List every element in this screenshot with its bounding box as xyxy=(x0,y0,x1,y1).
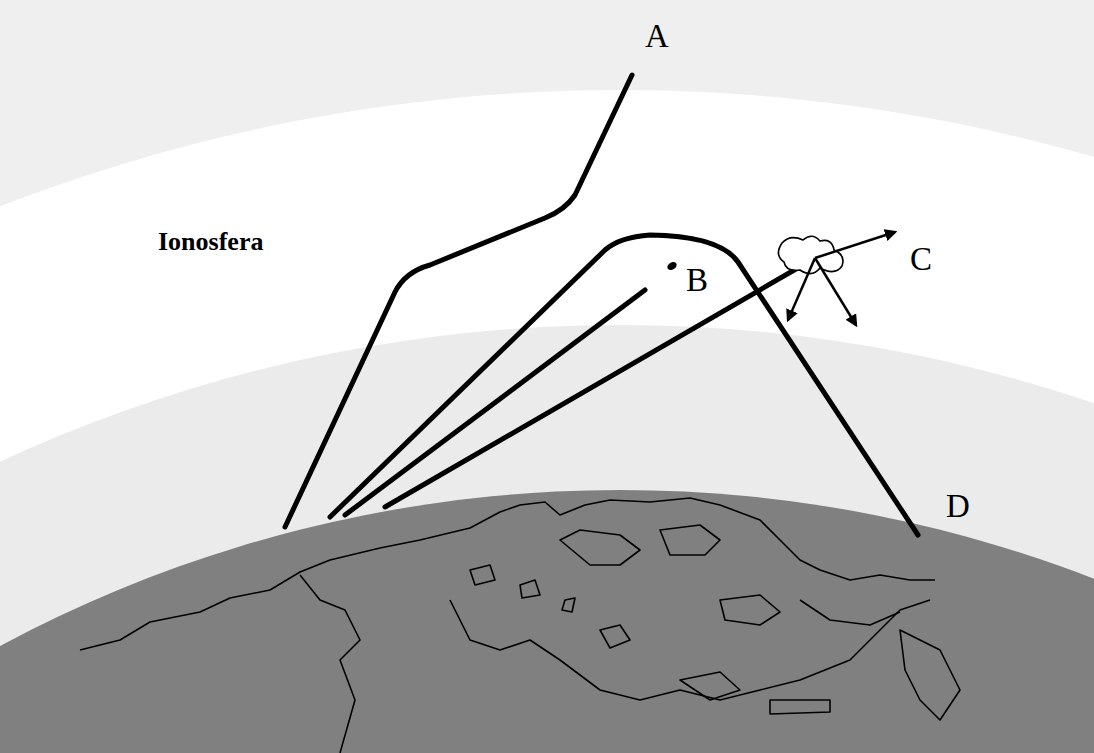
ionosphere-band xyxy=(0,90,1094,753)
ray-label: B xyxy=(686,264,708,297)
earth xyxy=(0,490,1094,753)
ray-label: C xyxy=(910,243,932,276)
lower-atmosphere xyxy=(0,325,1094,753)
ray-reflected xyxy=(330,235,918,535)
scatter-arrows xyxy=(788,232,895,325)
ray-label: A xyxy=(645,20,669,53)
radio-rays xyxy=(285,75,918,535)
region-label: Ionosfera xyxy=(158,229,263,255)
ray-escaping xyxy=(285,75,632,527)
coastlines xyxy=(80,498,960,753)
ray-absorbed xyxy=(345,290,645,515)
ray-label: D xyxy=(946,490,970,523)
absorption-dot xyxy=(666,260,678,271)
ray-scattered xyxy=(385,258,815,507)
